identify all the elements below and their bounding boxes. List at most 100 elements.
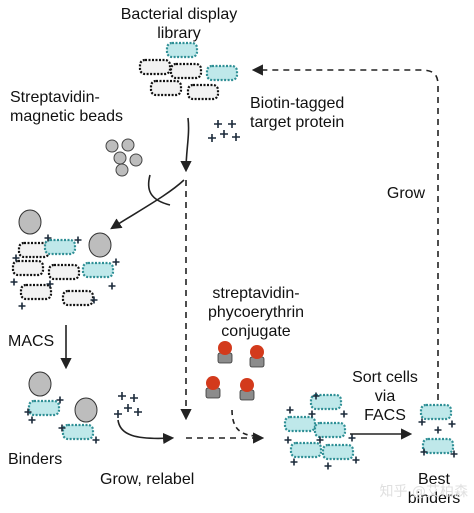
bead-bound-cell-cluster [10, 209, 120, 310]
arrows [60, 64, 439, 445]
label-pe-line3: conjugate [221, 323, 291, 340]
label-grow: Grow [386, 185, 426, 202]
target-protein-marker [348, 434, 356, 442]
relabel-target-markers [114, 392, 142, 418]
pe-conjugate [205, 376, 221, 399]
label-beads-line2: magnetic beads [10, 108, 123, 125]
cell-body [309, 393, 343, 411]
target-protein-marker [420, 448, 428, 456]
pe-conjugate [239, 378, 255, 401]
small-bead [129, 153, 143, 167]
label-beads-line1: Streptavidin- [10, 89, 100, 106]
target-protein-marker [232, 133, 240, 141]
arrow-library-to-branch [180, 117, 192, 173]
label-grow-relabel: Grow, relabel [100, 471, 195, 488]
best-binder-cells [418, 403, 458, 458]
bacterial-cell [149, 79, 183, 97]
library-cells [138, 41, 239, 101]
phycoerythrin-dot [240, 378, 254, 392]
target-protein-marker [324, 462, 332, 470]
magnetic-bead [18, 209, 42, 235]
magnetic-bead [88, 232, 112, 258]
cell-body [138, 58, 172, 76]
target-protein-marker [46, 280, 54, 288]
bacterial-cell [169, 62, 203, 80]
label-pe-line1: streptavidin- [212, 285, 300, 302]
small-bead [115, 163, 129, 177]
display-cell [419, 403, 453, 421]
bacterial-cell [19, 283, 53, 301]
display-cell [289, 441, 323, 459]
bacterial-cell [11, 259, 45, 277]
target-protein-marker [130, 394, 138, 402]
display-cell [283, 415, 317, 433]
small-bead [121, 138, 135, 152]
cell-body [321, 443, 355, 461]
target-protein-marker [312, 392, 320, 400]
target-protein-marker [340, 410, 348, 418]
label-binders: Binders [8, 451, 63, 468]
display-cell [313, 421, 347, 439]
pe-conjugate [249, 345, 265, 368]
bacterial-cell [61, 289, 95, 307]
binder-cells [24, 371, 100, 444]
cell-body [81, 261, 115, 279]
target-protein-marker [352, 456, 360, 464]
label-target-line2: target protein [250, 114, 345, 131]
target-protein-marker [74, 236, 82, 244]
cell-body [61, 289, 95, 307]
cell-body [19, 283, 53, 301]
target-protein-marker [114, 410, 122, 418]
magnetic-bead [28, 371, 52, 397]
display-cell [27, 399, 61, 417]
target-protein-marker [24, 408, 32, 416]
cell-body [61, 423, 95, 441]
arrow-beads-merge [147, 174, 171, 206]
target-protein-marker [448, 420, 456, 428]
target-protein-marker [90, 296, 98, 304]
display-cell [421, 437, 455, 455]
label-best-line1: Best [417, 471, 450, 488]
label-best-binders: Best binders [404, 470, 464, 508]
display-cell [165, 41, 199, 59]
small-bead [105, 139, 119, 153]
target-protein-marker [112, 258, 120, 266]
pe-conjugate [217, 341, 233, 364]
cell-body [186, 83, 220, 101]
target-protein-marker [290, 458, 298, 466]
cell-body [149, 79, 183, 97]
target-protein-marker [214, 120, 222, 128]
label-sort-line1: Sort cells [352, 369, 418, 386]
target-protein-marker [10, 278, 18, 286]
phycoerythrin-dot [250, 345, 264, 359]
label-macs: MACS [8, 333, 55, 350]
label-target: Biotin-tagged target protein [250, 94, 344, 132]
cell-body [11, 259, 45, 277]
target-protein-marker [418, 418, 426, 426]
target-protein-marker [316, 436, 324, 444]
target-protein-marker [286, 406, 294, 414]
cell-body [419, 403, 453, 421]
target-protein-marker [450, 450, 458, 458]
display-cell [309, 393, 343, 411]
target-protein-marker [92, 436, 100, 444]
label-sort-line2: via [374, 388, 396, 405]
target-protein-marker [28, 416, 36, 424]
facs-labeled-cells [283, 392, 360, 470]
label-library-line2: library [157, 25, 201, 42]
cell-body [313, 421, 347, 439]
phycoerythrin-dot [206, 376, 220, 390]
arrow-dashed-pe [231, 409, 259, 437]
label-target-line1: Biotin-tagged [250, 95, 345, 112]
cell-body [165, 41, 199, 59]
arrow-branch-to-beads-complex [110, 179, 185, 230]
target-protein-marker [56, 396, 64, 404]
target-protein-marker [118, 392, 126, 400]
target-protein-marker [134, 408, 142, 416]
display-cell [321, 443, 355, 461]
target-protein-marker [208, 134, 216, 142]
target-protein-markers [208, 120, 240, 142]
display-cell [61, 423, 95, 441]
watermark: 知乎 @艾柏森 [379, 484, 468, 500]
